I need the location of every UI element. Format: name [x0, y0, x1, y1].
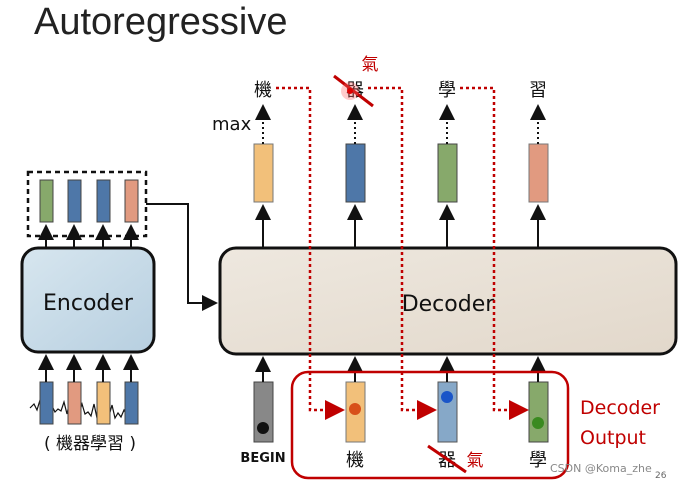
bottom-token-1: 機: [346, 450, 364, 471]
top-token-3: 學: [438, 80, 456, 101]
encoder-block: [20, 246, 156, 354]
page-number: 26: [655, 471, 667, 481]
max-label: max: [212, 114, 252, 135]
watermark: CSDN @Koma_zhe: [550, 462, 652, 475]
bottom-token-3: 學: [529, 450, 547, 471]
input-vector-2: [67, 381, 82, 425]
output-vector-orange: [253, 143, 274, 203]
output-vector-blue: [345, 143, 366, 203]
encoder-vector-salmon: [124, 179, 139, 223]
encoder-vector-blue-1: [67, 179, 82, 223]
feedback-arrow-3: [460, 86, 529, 420]
bottom-correction: 氣: [467, 451, 484, 471]
encoder-output-box: [26, 170, 148, 238]
bottom-strike: [427, 444, 467, 474]
input-vector-4: [124, 381, 139, 425]
encoder-label: Encoder: [43, 291, 134, 316]
input-caption: ( 機器學習 ): [44, 434, 136, 454]
feedback-arrow-1: [276, 86, 345, 420]
top-token-4: 習: [529, 80, 547, 101]
output-vector-salmon: [528, 143, 549, 203]
begin-label: BEGIN: [240, 451, 285, 466]
top-strike: [333, 74, 374, 108]
decoder-output-line2: Output: [580, 427, 646, 449]
encoder-to-decoder-arrow: [146, 203, 218, 311]
top-token-1: 機: [254, 80, 272, 101]
encoder-vector-blue-2: [96, 179, 111, 223]
top-correction: 氣: [362, 55, 379, 75]
decoder-output-box: [290, 370, 570, 480]
input-vector-green: [528, 381, 549, 443]
decoder-label: Decoder: [402, 292, 496, 317]
feedback-arrow-2: [368, 86, 437, 420]
cursor-dot: [347, 88, 353, 94]
slide-title: Autoregressive: [34, 1, 287, 43]
input-vector-3: [96, 381, 111, 425]
output-vector-green: [437, 143, 458, 203]
input-vector-blue: [437, 381, 458, 443]
decoder-output-line1: Decoder: [580, 397, 660, 419]
encoder-vector-green: [39, 179, 54, 223]
input-vector-1: [39, 381, 54, 425]
